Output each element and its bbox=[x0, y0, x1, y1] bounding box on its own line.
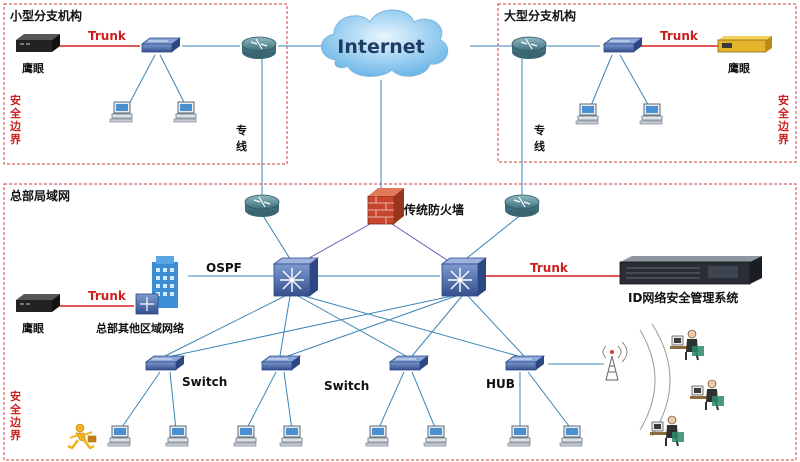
switch-icon bbox=[141, 37, 181, 53]
switch-label: Switch bbox=[182, 375, 227, 389]
pc-icon bbox=[365, 425, 389, 447]
operator-icon bbox=[649, 415, 685, 447]
pc-icon bbox=[507, 425, 531, 447]
hub-icon bbox=[505, 355, 545, 371]
hub-label: HUB bbox=[486, 377, 515, 391]
leased-line-label-char: 线 bbox=[534, 139, 545, 153]
router-icon bbox=[504, 194, 540, 218]
hq-title: 总部局域网 bbox=[10, 188, 70, 203]
boundary-label-char: 全 bbox=[9, 106, 22, 120]
switch-icon bbox=[261, 355, 301, 371]
pc-icon bbox=[107, 425, 131, 447]
eagle-eye-device-icon bbox=[16, 294, 60, 312]
large-branch-title: 大型分支机构 bbox=[504, 8, 576, 23]
core-switch-icon bbox=[273, 257, 319, 297]
router-icon bbox=[511, 36, 547, 60]
eagle-eye-label: 鹰眼 bbox=[22, 61, 44, 75]
switch-icon bbox=[389, 355, 429, 371]
id-system-label: ID网络安全管理系统 bbox=[628, 290, 738, 305]
pc-icon bbox=[575, 103, 599, 125]
switch-icon bbox=[145, 355, 185, 371]
trunk-links bbox=[60, 45, 718, 307]
building-icon bbox=[135, 256, 178, 315]
trunk-label: Trunk bbox=[88, 289, 127, 303]
leased-line-label-char: 线 bbox=[236, 139, 247, 153]
pc-icon bbox=[639, 103, 663, 125]
router-icon bbox=[244, 194, 280, 218]
firewall-label: 传统防火墙 bbox=[403, 202, 464, 217]
switch-icon bbox=[603, 37, 643, 53]
boundary-label-char: 边 bbox=[777, 119, 790, 133]
wireless-antenna-icon bbox=[602, 341, 628, 381]
small-branch-title: 小型分支机构 bbox=[10, 8, 82, 23]
leased-line-label-char: 专 bbox=[534, 123, 545, 137]
core-switch-icon bbox=[441, 257, 487, 297]
pc-icon bbox=[279, 425, 303, 447]
boundary-label-char: 安 bbox=[10, 389, 21, 403]
pc-icon bbox=[165, 425, 189, 447]
switch-label: Switch bbox=[324, 379, 369, 393]
intruder-person-icon bbox=[67, 423, 97, 450]
operator-icon bbox=[689, 379, 725, 411]
hq-zone bbox=[3, 183, 797, 461]
boundary-label-char: 界 bbox=[778, 133, 789, 146]
boundary-label-char: 界 bbox=[10, 133, 21, 146]
eagle-eye-label: 鹰眼 bbox=[22, 321, 44, 335]
trunk-label: Trunk bbox=[660, 29, 699, 43]
network-links bbox=[119, 45, 651, 431]
ospf-label: OSPF bbox=[206, 261, 242, 275]
boundary-label-char: 安 bbox=[10, 93, 21, 107]
pc-icon bbox=[423, 425, 447, 447]
router-icon bbox=[241, 36, 277, 60]
boundary-label-char: 边 bbox=[9, 415, 22, 429]
trunk-label: Trunk bbox=[88, 29, 127, 43]
boundary-label-char: 界 bbox=[10, 429, 21, 442]
boundary-label-char: 全 bbox=[9, 402, 22, 416]
leased-line-label-char: 专 bbox=[236, 123, 247, 137]
internet-label: Internet bbox=[337, 36, 424, 58]
other-areas-label: 总部其他区域网络 bbox=[96, 321, 184, 335]
trunk-label: Trunk bbox=[530, 261, 569, 275]
rack-server-icon bbox=[619, 256, 762, 285]
pc-icon bbox=[559, 425, 583, 447]
large-branch-zone bbox=[497, 3, 797, 163]
boundary-label-char: 全 bbox=[777, 106, 790, 120]
small-branch-zone bbox=[3, 3, 288, 165]
pc-icon bbox=[173, 101, 197, 123]
eagle-eye-device-icon bbox=[16, 34, 60, 52]
firewall-links bbox=[301, 223, 451, 263]
firewall-icon bbox=[367, 188, 404, 225]
pc-icon bbox=[109, 101, 133, 123]
pc-icon bbox=[233, 425, 257, 447]
eagle-eye-label: 鹰眼 bbox=[728, 61, 750, 75]
wireless-waves bbox=[639, 323, 671, 437]
internet-cloud: Internet bbox=[321, 9, 449, 77]
eagle-eye-appliance-icon bbox=[717, 36, 772, 53]
boundary-label-char: 边 bbox=[9, 119, 22, 133]
boundary-label-char: 安 bbox=[778, 93, 789, 107]
operator-icon bbox=[669, 329, 705, 361]
